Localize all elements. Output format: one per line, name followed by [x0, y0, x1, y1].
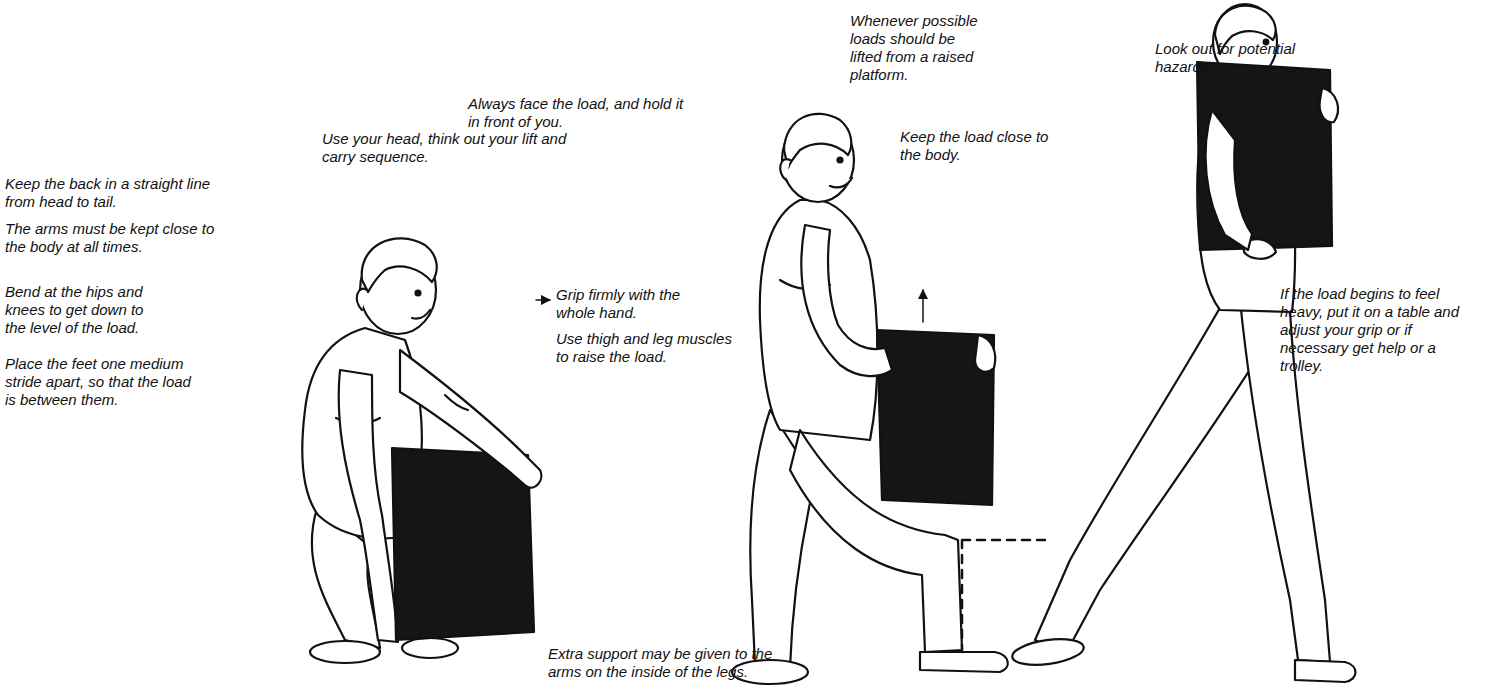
instruction-note: Keep the load close to the body.	[900, 128, 1050, 164]
instruction-note: Place the feet one medium stride apart, …	[5, 355, 205, 409]
instruction-note: Grip firmly with the whole hand.	[556, 286, 681, 322]
instruction-note: If the load begins to feel heavy, put it…	[1280, 285, 1480, 375]
instruction-note: Keep the back in a straight line from he…	[5, 175, 225, 211]
instruction-note: The arms must be kept close to the body …	[5, 220, 225, 256]
instruction-note: Always face the load, and hold it in fro…	[468, 95, 693, 131]
load-box	[1197, 62, 1332, 250]
instruction-note: Bend at the hips and knees to get down t…	[5, 283, 165, 337]
load-box	[392, 448, 534, 640]
rising-figure	[732, 114, 1045, 684]
instruction-note: Use thigh and leg muscles to raise the l…	[556, 330, 746, 366]
instruction-note: Extra support may be given to the arms o…	[548, 645, 808, 681]
instruction-note: Use your head, think out your lift and c…	[322, 130, 572, 166]
crouching-figure	[302, 238, 550, 663]
instruction-note: Whenever possible loads should be lifted…	[850, 12, 985, 84]
instruction-note: Look out for potential hazards.	[1155, 40, 1330, 76]
